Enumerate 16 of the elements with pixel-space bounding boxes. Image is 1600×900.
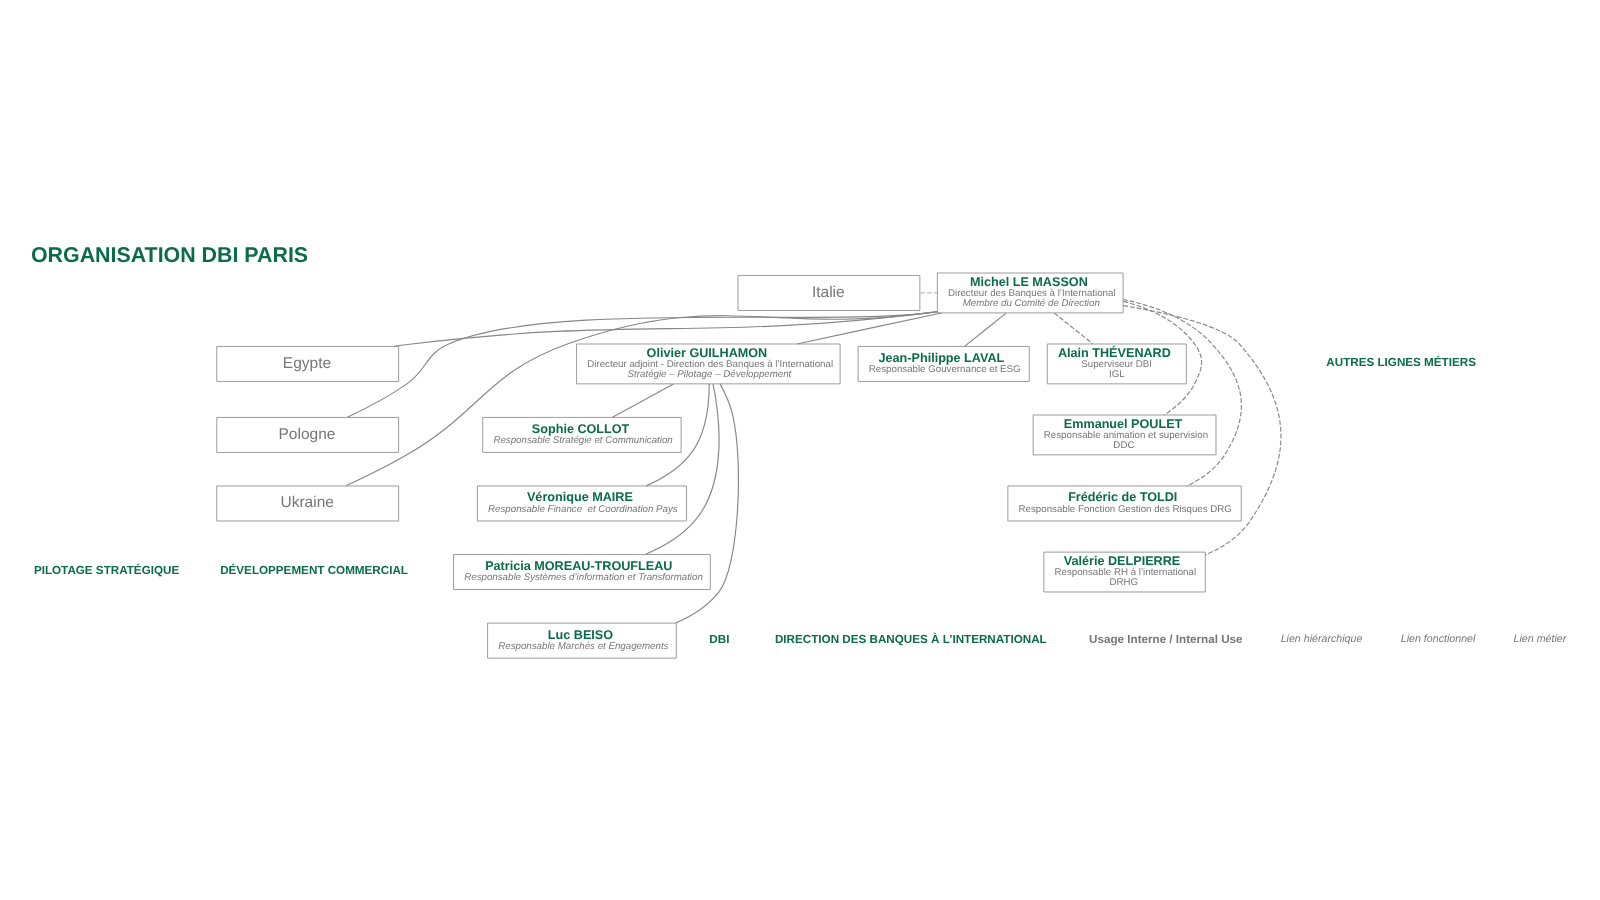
- connector: [675, 383, 740, 624]
- connector: [644, 383, 720, 556]
- connector: [611, 383, 675, 418]
- connector: [1122, 300, 1203, 416]
- diagram-title: ORGANISATION DBI PARIS: [31, 243, 309, 268]
- connector: [1122, 298, 1242, 487]
- node-box: Pologne: [216, 416, 400, 453]
- node-box: Egypte: [216, 345, 400, 382]
- connector: [1053, 312, 1094, 345]
- connector: [919, 292, 938, 294]
- node-box: Italie: [737, 274, 921, 311]
- connector: [1122, 305, 1282, 556]
- connector: [346, 311, 938, 418]
- connector: [963, 312, 1007, 347]
- connector: [796, 312, 942, 345]
- node-box: Ukraine: [216, 485, 400, 522]
